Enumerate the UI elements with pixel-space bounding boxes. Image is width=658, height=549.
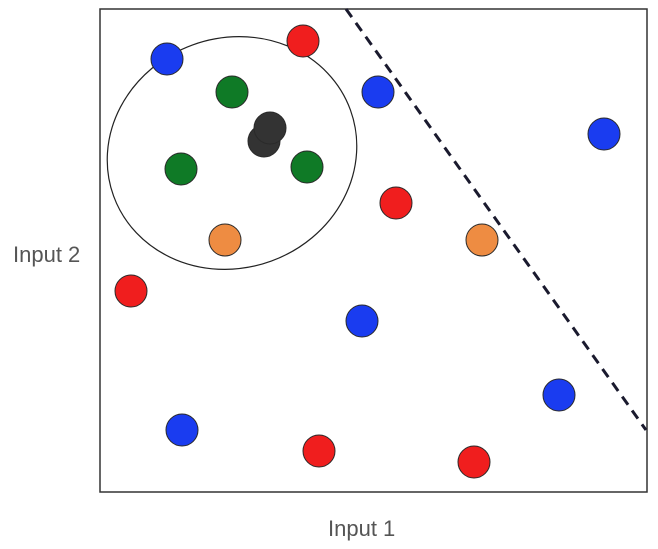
red-data-point (302, 434, 336, 468)
blue-data-point (165, 413, 199, 447)
orange-data-point (208, 223, 242, 257)
data-points (114, 24, 621, 479)
green-data-point (215, 75, 249, 109)
blue-data-point (150, 42, 184, 76)
dark-data-point (253, 111, 287, 145)
blue-data-point (587, 117, 621, 151)
blue-data-point (345, 304, 379, 338)
red-data-point (114, 274, 148, 308)
orange-data-point (465, 223, 499, 257)
red-data-point (379, 186, 413, 220)
blue-data-point (542, 378, 576, 412)
cluster-region (106, 36, 358, 270)
cluster-ellipse (106, 36, 358, 270)
red-data-point (286, 24, 320, 58)
green-data-point (290, 150, 324, 184)
y-axis-label: Input 2 (13, 242, 81, 267)
red-data-point (457, 445, 491, 479)
x-axis-label: Input 1 (328, 516, 396, 541)
decision-boundary-line (344, 8, 648, 431)
green-data-point (164, 152, 198, 186)
decision-boundary-group (344, 8, 648, 431)
blue-data-point (361, 75, 395, 109)
